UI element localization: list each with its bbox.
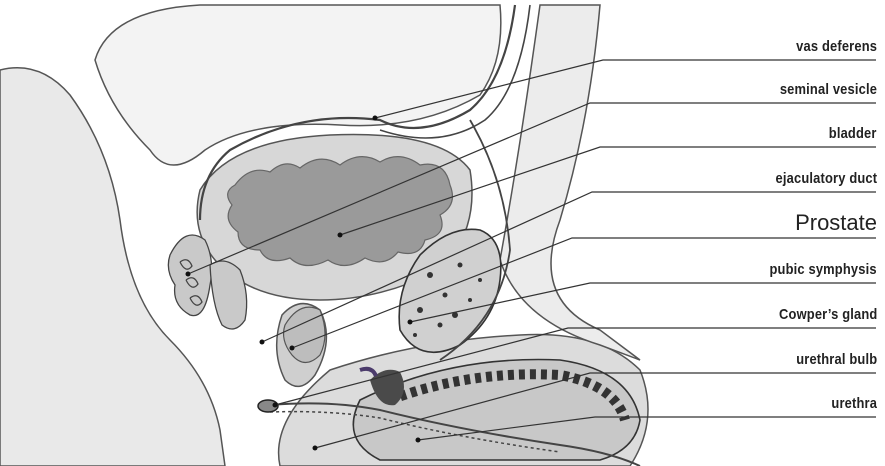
label-seminal-vesicle: seminal vesicle (780, 81, 877, 98)
bladder-lumen (228, 157, 453, 266)
label-cowpers-gland: Cowper’s gland (779, 306, 877, 323)
label-vas-deferens: vas deferens (796, 38, 877, 55)
label-prostate: Prostate (795, 210, 877, 236)
label-pubic-symphysis: pubic symphysis (770, 261, 877, 278)
label-urethra: urethra (831, 395, 877, 412)
label-urethral-bulb: urethral bulb (796, 351, 877, 368)
label-ejaculatory-duct: ejaculatory duct (775, 170, 877, 187)
label-bladder: bladder (829, 125, 877, 142)
